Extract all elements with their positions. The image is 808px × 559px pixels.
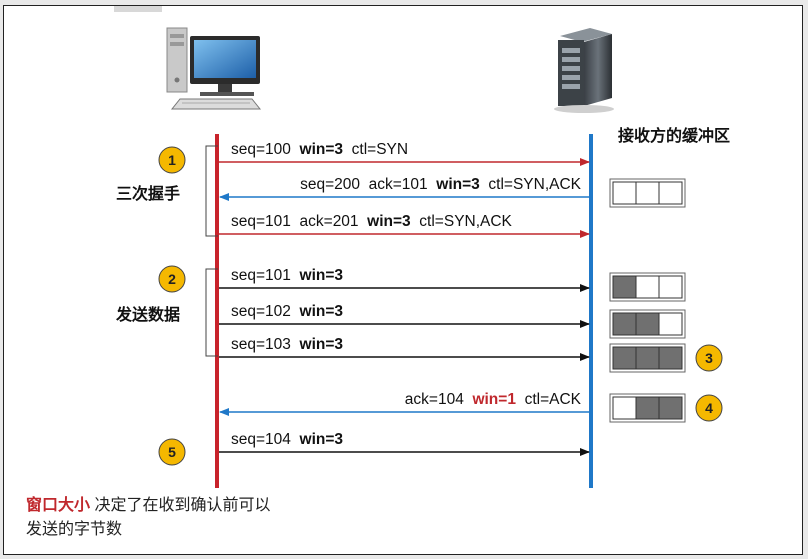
window-field: win=3 xyxy=(299,303,344,320)
buffer-cell-filled xyxy=(658,346,683,370)
message-label: seq=102 win=3 xyxy=(231,303,343,320)
step-badge-number: 3 xyxy=(705,350,713,366)
message-3: seq=101 ack=201 win=3 ctl=SYN,ACK xyxy=(219,213,590,238)
step-badge xyxy=(695,344,723,372)
message-field: ctl=SYN,ACK xyxy=(480,176,582,193)
window-field: win=3 xyxy=(366,213,411,230)
tcp-window-diagram: 接收方的缓冲区 1 三次握手 2 发送数据 5 seq=100 win=3 ctl=SY… xyxy=(115,27,730,488)
caption: 窗口大小 决定了在收到确认前可以发送的字节数 xyxy=(26,494,286,542)
receive-buffer-4: 3 xyxy=(609,343,723,373)
message-8: seq=104 win=3 xyxy=(219,431,590,456)
receiver-buffer-title: 接收方的缓冲区 xyxy=(618,126,730,145)
message-label: seq=101 win=3 xyxy=(231,267,343,284)
phase-1: 1 三次握手 xyxy=(116,146,186,203)
buffer-cell-empty xyxy=(658,312,683,336)
buffer-cell-filled xyxy=(612,346,637,370)
slide: 接收方的缓冲区 1 三次握手 2 发送数据 5 seq=100 win=3 ctl=SY… xyxy=(3,5,803,555)
message-field: seq=101 ack=201 xyxy=(231,213,367,230)
message-label: seq=200 ack=101 win=3 ctl=SYN,ACK xyxy=(300,176,582,193)
buffer-cell-empty xyxy=(612,396,637,420)
message-field: seq=101 xyxy=(231,267,300,284)
window-field: win=3 xyxy=(299,431,344,448)
buffer-cell-empty xyxy=(658,181,683,205)
message-5: seq=102 win=3 xyxy=(219,303,590,328)
buffer-cell-empty xyxy=(658,275,683,299)
step-badge-number: 5 xyxy=(168,444,176,460)
server-tower-icon xyxy=(554,28,614,113)
message-label: seq=103 win=3 xyxy=(231,336,343,353)
phase-3: 5 xyxy=(158,438,186,466)
message-2: seq=200 ack=101 win=3 ctl=SYN,ACK xyxy=(219,176,589,201)
message-label: seq=101 ack=201 win=3 ctl=SYN,ACK xyxy=(231,213,513,230)
step-badge xyxy=(158,438,186,466)
buffer-cell-empty xyxy=(635,275,660,299)
message-field: seq=103 xyxy=(231,336,300,353)
phase-2: 2 发送数据 xyxy=(115,265,186,324)
message-field: ctl=SYN,ACK xyxy=(411,213,513,230)
window-field: win=3 xyxy=(435,176,480,193)
step-badge-number: 1 xyxy=(168,152,176,168)
receive-buffer-5: 4 xyxy=(609,393,723,423)
message-field: seq=100 xyxy=(231,141,300,158)
buffer-cell-empty xyxy=(635,181,660,205)
step-badge-number: 4 xyxy=(705,400,713,416)
window-field: win=1 xyxy=(471,391,516,408)
toolbar-remnant xyxy=(114,6,162,12)
window-field: win=3 xyxy=(299,336,344,353)
handshake-bracket xyxy=(205,145,218,237)
message-label: seq=100 win=3 ctl=SYN xyxy=(231,141,408,158)
message-4: seq=101 win=3 xyxy=(219,267,590,292)
receive-buffer-3 xyxy=(609,309,686,339)
step-badge xyxy=(158,146,186,174)
message-field: ctl=SYN xyxy=(343,141,408,158)
message-label: ack=104 win=1 ctl=ACK xyxy=(405,391,582,408)
message-field: seq=104 xyxy=(231,431,300,448)
receive-buffer-2 xyxy=(609,272,686,302)
message-7: ack=104 win=1 ctl=ACK xyxy=(219,391,589,416)
caption-highlight: 窗口大小 xyxy=(26,497,91,514)
message-1: seq=100 win=3 ctl=SYN xyxy=(219,141,590,166)
receive-buffer-1 xyxy=(609,178,686,208)
buffer-cell-empty xyxy=(612,181,637,205)
buffer-cell-filled xyxy=(612,275,637,299)
buffer-cell-filled xyxy=(612,312,637,336)
window-field: win=3 xyxy=(299,267,344,284)
step-badge xyxy=(158,265,186,293)
buffer-cell-filled xyxy=(635,346,660,370)
message-field: seq=102 xyxy=(231,303,300,320)
phase-label: 三次握手 xyxy=(116,184,180,203)
data-bracket xyxy=(205,268,218,357)
step-badge-number: 2 xyxy=(168,271,176,287)
message-field: ctl=ACK xyxy=(516,391,582,408)
message-field: seq=200 ack=101 xyxy=(300,176,436,193)
window-field: win=3 xyxy=(299,141,344,158)
caption-text: 决定了在收到确认前可以发送的字节数 xyxy=(26,497,271,538)
message-field: ack=104 xyxy=(405,391,473,408)
buffer-cell-filled xyxy=(635,396,660,420)
buffer-cell-filled xyxy=(658,396,683,420)
message-label: seq=104 win=3 xyxy=(231,431,343,448)
phase-label: 发送数据 xyxy=(115,305,180,324)
message-6: seq=103 win=3 xyxy=(219,336,590,361)
desktop-computer-icon xyxy=(166,27,262,110)
buffer-cell-filled xyxy=(635,312,660,336)
step-badge xyxy=(695,394,723,422)
